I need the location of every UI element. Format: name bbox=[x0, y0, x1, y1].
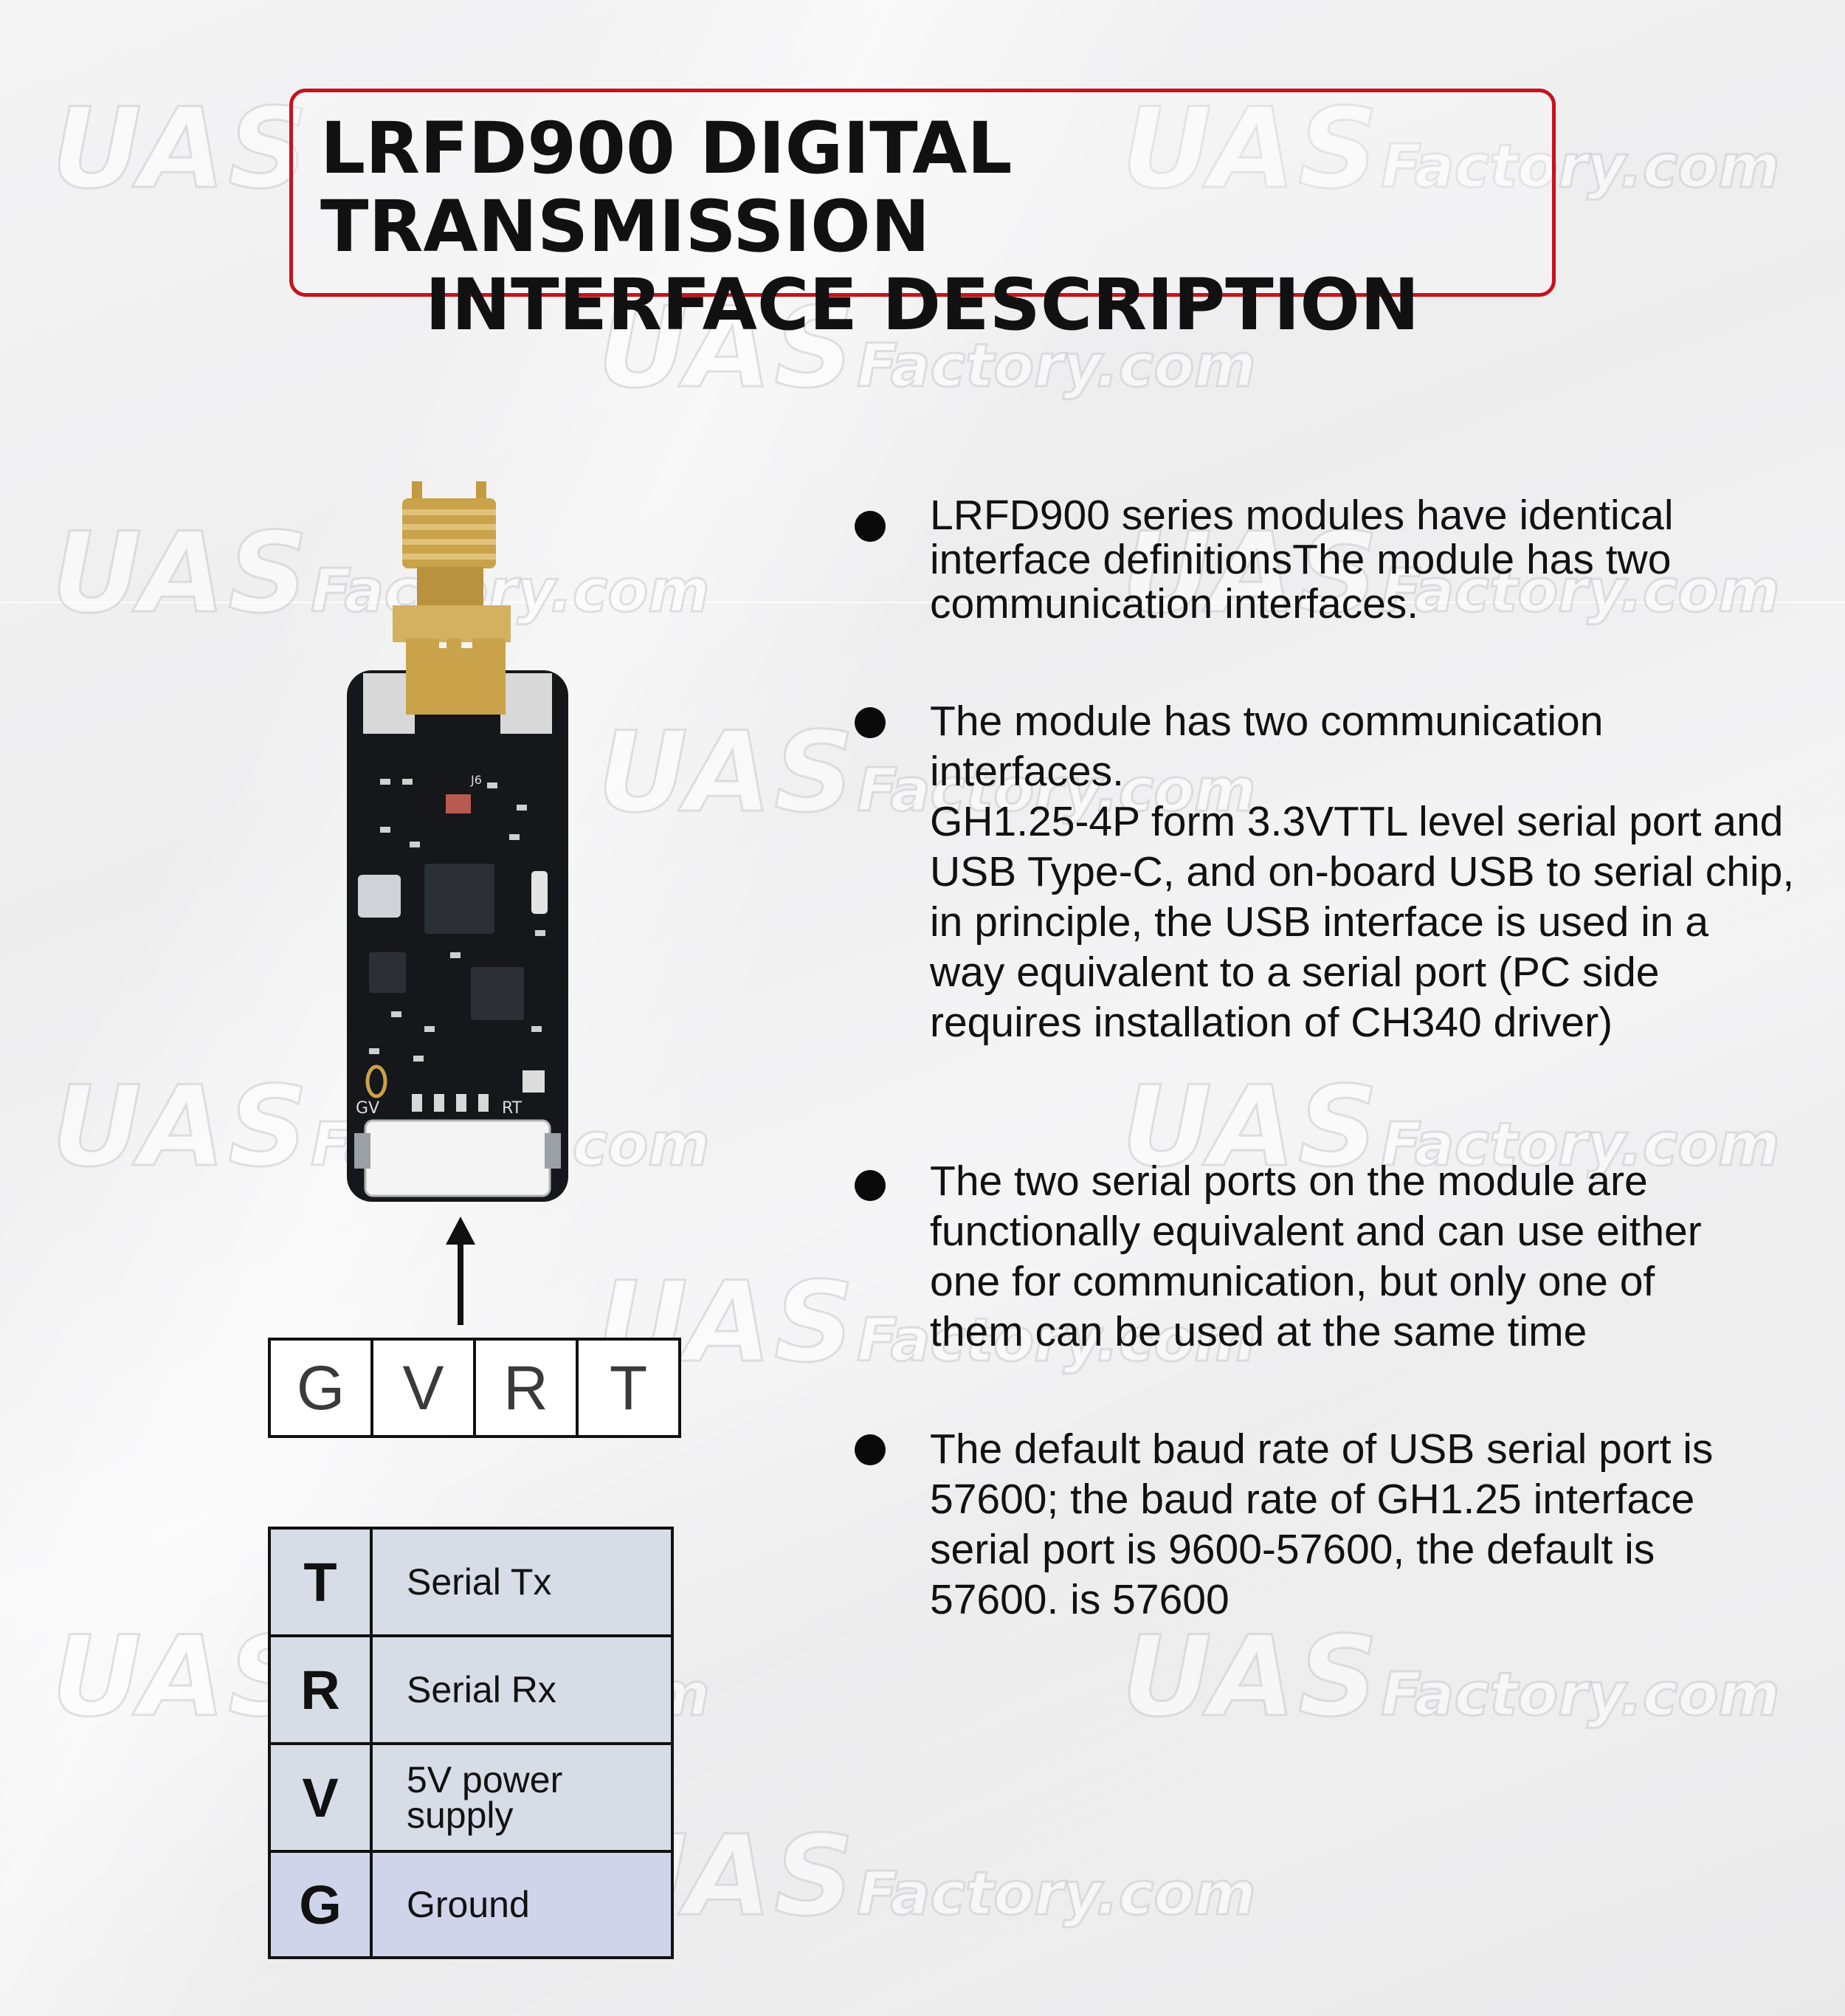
table-row: G Ground bbox=[271, 1853, 671, 1956]
page-title: LRFD900 DIGITAL TRANSMISSION INTERFACE D… bbox=[289, 109, 1556, 344]
bullet-dot-icon bbox=[855, 511, 886, 542]
table-row: T Serial Tx bbox=[271, 1530, 671, 1637]
watermark: UASFactory.com bbox=[596, 1812, 1257, 1942]
table-row: R Serial Rx bbox=[271, 1637, 671, 1745]
watermark: UASFactory.com bbox=[1120, 1612, 1781, 1743]
background-line bbox=[0, 602, 1845, 603]
bullet-text: The default baud rate of USB serial port… bbox=[930, 1425, 1714, 1623]
pin-header-cell: G bbox=[271, 1341, 373, 1435]
pin-description: Serial Rx bbox=[407, 1669, 556, 1710]
silk-j6: J6 bbox=[470, 773, 482, 787]
arrow-shaft bbox=[458, 1240, 463, 1325]
bullet-dot-icon bbox=[855, 1170, 886, 1201]
pin-label: T bbox=[271, 1530, 373, 1634]
gh125-connector-icon bbox=[364, 1119, 551, 1197]
pin-description: Serial Tx bbox=[407, 1561, 552, 1603]
pin-label: V bbox=[271, 1745, 373, 1850]
pin-label: G bbox=[271, 1853, 373, 1956]
bullet-dot-icon bbox=[855, 707, 886, 738]
pcb-board bbox=[347, 670, 568, 1202]
pin-description: Ground bbox=[407, 1884, 530, 1925]
pin-header-row: G V R T bbox=[268, 1338, 681, 1438]
bullet-dot-icon bbox=[855, 1434, 886, 1465]
silk-rt: RT bbox=[502, 1099, 523, 1118]
title-frame bbox=[289, 89, 1556, 297]
pin-label: R bbox=[271, 1637, 373, 1742]
pin-header-cell: R bbox=[476, 1341, 579, 1435]
pin-header-cell: V bbox=[373, 1341, 476, 1435]
silk-gv: GV bbox=[356, 1099, 379, 1118]
title-line-1: LRFD900 DIGITAL TRANSMISSION bbox=[320, 107, 1013, 268]
arrow-up-icon bbox=[446, 1217, 475, 1245]
watermark: UAS bbox=[50, 84, 311, 215]
lrfd900-module-image: GV RT J6 bbox=[347, 481, 568, 1202]
title-line-2: INTERFACE DESCRIPTION bbox=[425, 264, 1420, 346]
pin-header-cell: T bbox=[609, 1352, 648, 1422]
